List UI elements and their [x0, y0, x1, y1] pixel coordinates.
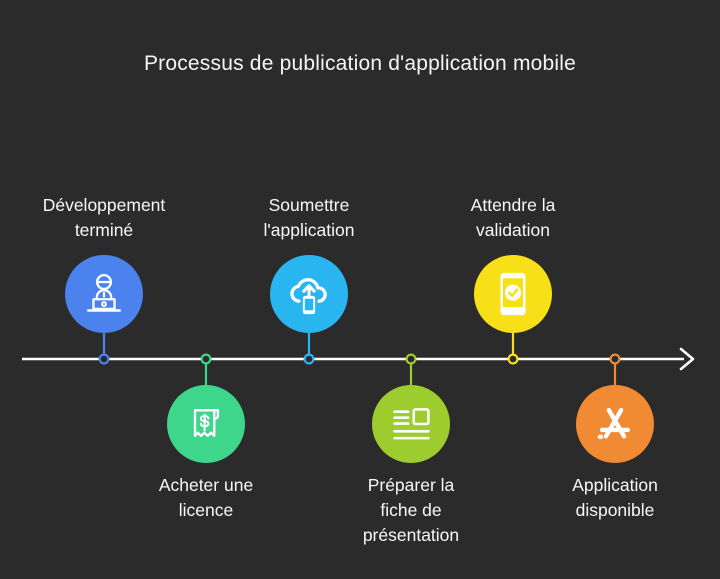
developer-laptop-icon	[65, 255, 143, 333]
timeline-step-4[interactable]: Préparer la fiche de présentation	[326, 385, 496, 548]
receipt-dollar-icon	[167, 385, 245, 463]
phone-check-icon	[474, 255, 552, 333]
milestone-dot[interactable]	[303, 353, 315, 365]
cloud-upload-phone-icon	[270, 255, 348, 333]
timeline-step-1[interactable]: Développement terminé	[19, 193, 189, 333]
milestone-dot[interactable]	[98, 353, 110, 365]
timeline-step-2[interactable]: Acheter une licence	[121, 385, 291, 523]
arrow-right-icon	[679, 347, 695, 371]
timeline-step-label: Application disponible	[572, 475, 658, 520]
milestone-dot[interactable]	[405, 353, 417, 365]
article-layout-icon	[372, 385, 450, 463]
timeline-step-label: Soumettre l'application	[263, 195, 355, 240]
page-title: Processus de publication d'application m…	[143, 52, 577, 75]
timeline-step-5[interactable]: Attendre la validation	[428, 193, 598, 333]
timeline-step-label: Préparer la fiche de présentation	[362, 475, 460, 545]
timeline-step-6[interactable]: Application disponible	[530, 385, 700, 523]
milestone-dot[interactable]	[609, 353, 621, 365]
timeline-step-label: Attendre la validation	[470, 195, 556, 240]
milestone-dot[interactable]	[507, 353, 519, 365]
timeline-step-label: Acheter une licence	[158, 475, 254, 520]
timeline-step-3[interactable]: Soumettre l'application	[224, 193, 394, 333]
app-store-icon	[576, 385, 654, 463]
milestone-dot[interactable]	[200, 353, 212, 365]
timeline-step-label: Développement terminé	[42, 195, 166, 240]
